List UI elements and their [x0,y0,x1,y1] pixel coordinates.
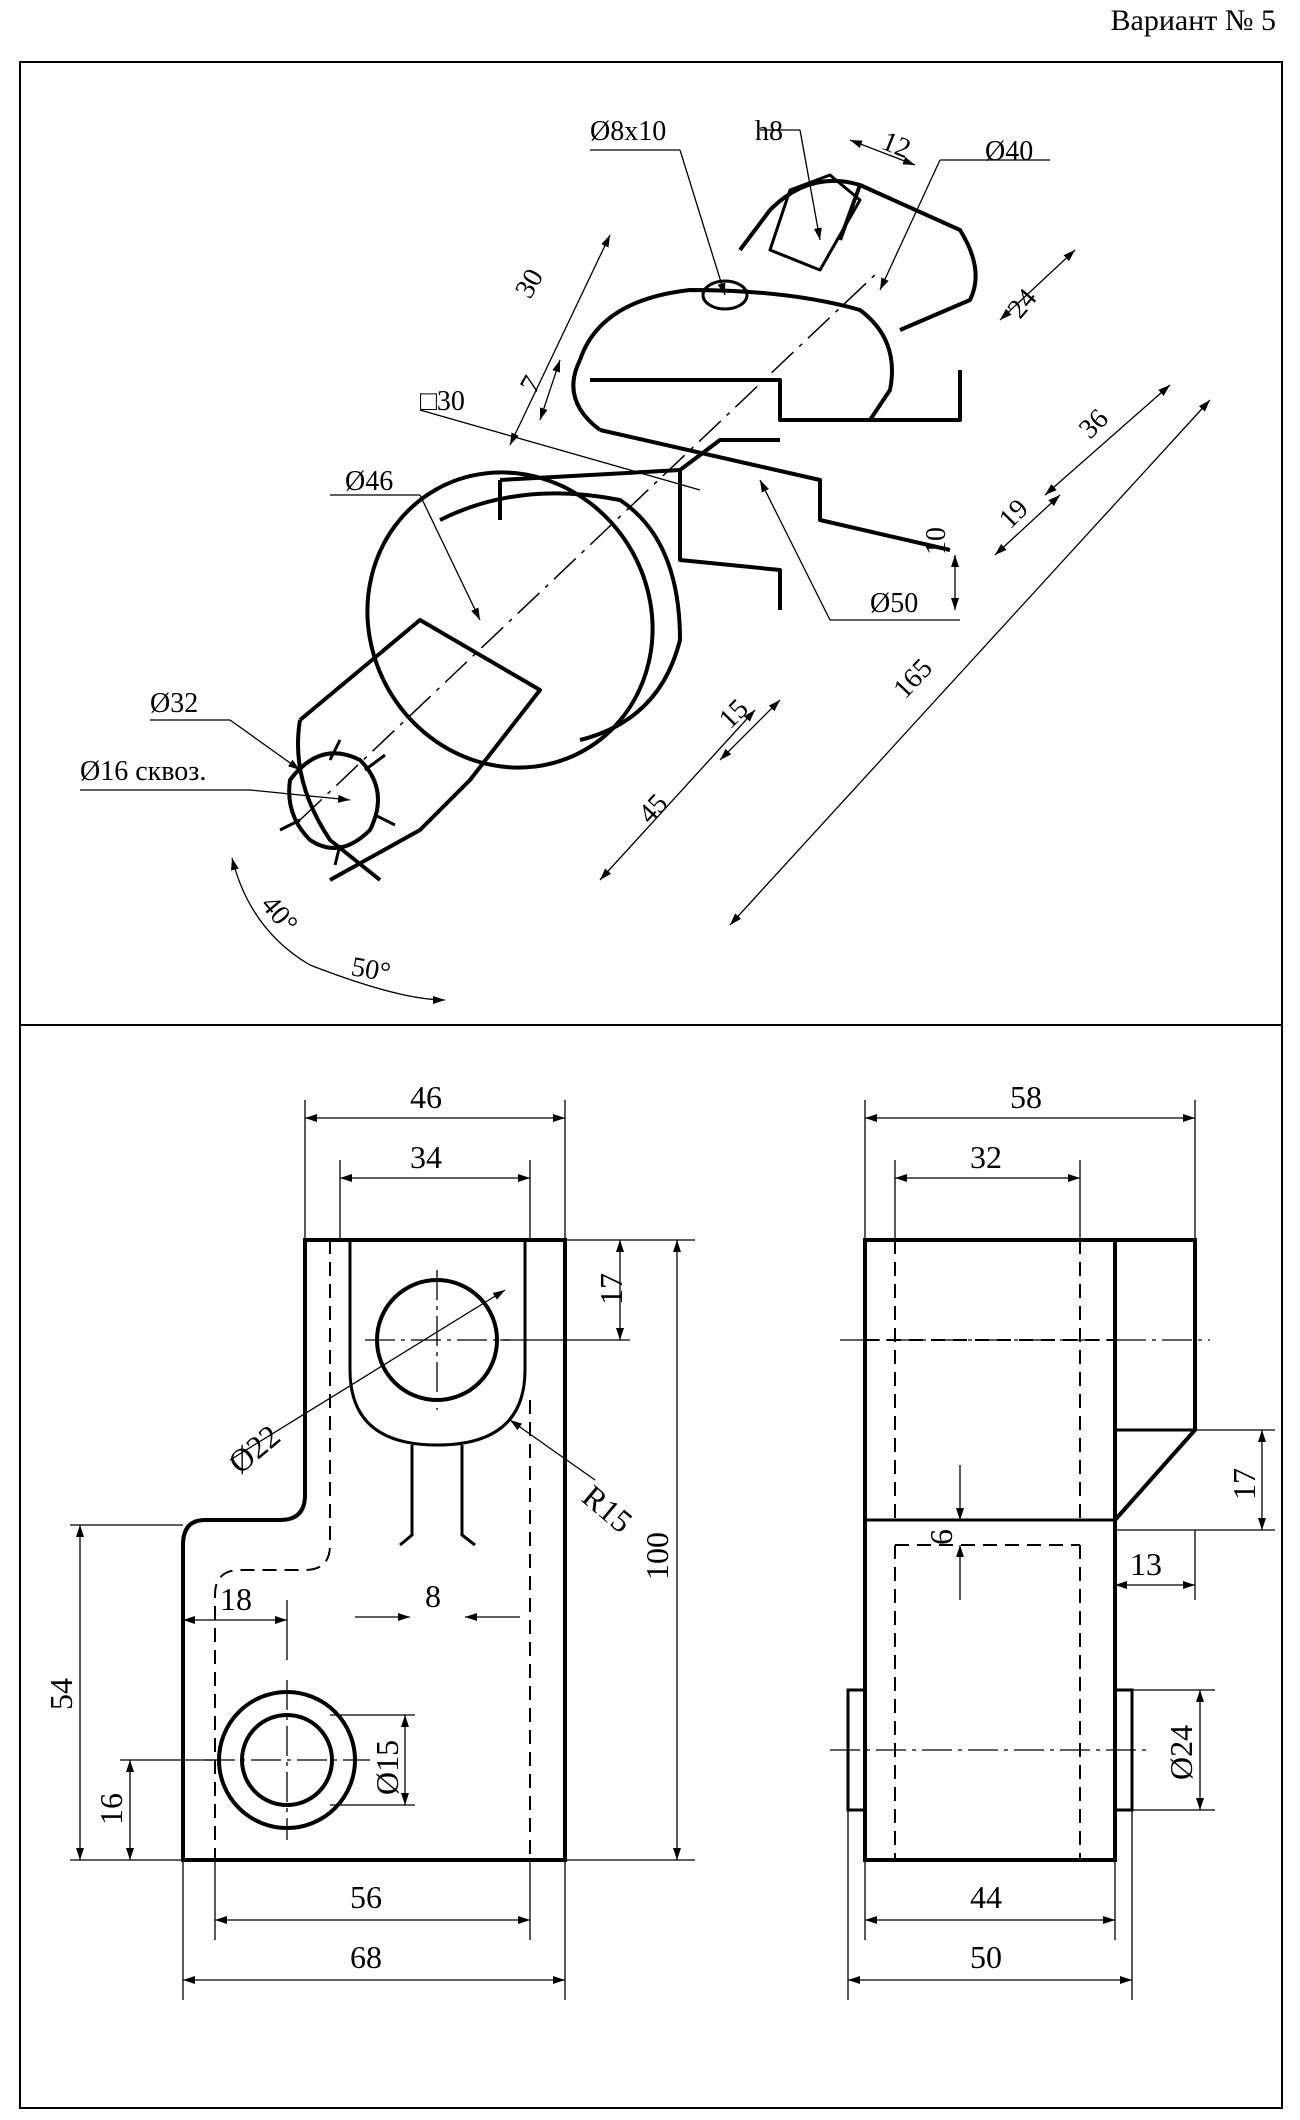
side-dim-13: 13 [1130,1546,1162,1582]
side-boss [1113,1238,1197,1522]
iso-dim-d8x10: Ø8x10 [590,116,666,147]
side-dim-58: 58 [1010,1079,1042,1115]
side-dim-50: 50 [970,1939,1002,1975]
iso-dim-15: 15 [713,693,755,735]
front-dim-34: 34 [410,1139,442,1175]
side-dimension-texts: 58 32 17 6 13 Ø24 44 50 [923,1079,1262,1975]
front-dim-68: 68 [350,1939,382,1975]
iso-dimensions [80,129,1211,1004]
iso-square-faces [498,438,782,610]
front-dim-54: 54 [43,1678,79,1710]
iso-dim-d40: Ø40 [985,136,1033,167]
iso-axis [299,269,881,821]
iso-dim-d46: Ø46 [345,466,393,497]
front-dim-18: 18 [220,1581,252,1617]
front-hidden-lines [214,1240,531,1860]
iso-dim-h8: h8 [755,116,783,147]
iso-dimension-texts: Ø8x10 h8 12 Ø40 30 7 24 □30 Ø46 36 19 10… [80,116,1115,989]
iso-front-disc-rim [439,491,682,742]
frame-outer [19,61,1283,2109]
iso-dim-19: 19 [993,493,1035,535]
front-dim-100: 100 [639,1532,675,1580]
iso-pin-hole [701,279,749,311]
iso-spline-shaft [296,618,542,882]
iso-mid-disc [571,288,894,432]
front-neck [399,1445,476,1547]
side-dim-6: 6 [923,1529,959,1545]
iso-dim-40deg: 40° [255,890,304,940]
iso-dim-24: 24 [1002,283,1044,324]
front-dim-17: 17 [593,1273,629,1305]
iso-dim-50deg: 50° [349,951,393,988]
side-dim-d24: Ø24 [1163,1725,1199,1780]
front-dim-r15: R15 [576,1478,640,1540]
front-dimensions [70,1100,695,2000]
iso-dim-d32: Ø32 [150,688,198,719]
front-dim-d22: Ø22 [221,1417,286,1480]
iso-spline-end [287,751,380,850]
iso-rear-slot [768,173,862,272]
isometric-view [279,173,978,882]
front-dim-8: 8 [425,1578,441,1614]
iso-dim-sq30: □30 [420,386,465,417]
iso-front-disc [365,470,655,770]
iso-dim-30: 30 [509,264,550,304]
front-dim-56: 56 [350,1879,382,1915]
iso-dim-165: 165 [887,653,938,705]
side-dim-32: 32 [970,1139,1002,1175]
side-dim-44: 44 [970,1879,1002,1915]
front-dim-d15: Ø15 [369,1740,405,1795]
front-dim-46: 46 [410,1079,442,1115]
iso-dim-10: 10 [921,527,952,555]
iso-dim-d50: Ø50 [870,588,918,619]
front-view [181,1238,596,1862]
side-dim-17: 17 [1226,1468,1262,1500]
iso-dim-12: 12 [877,126,915,165]
front-u-slot [348,1240,527,1447]
iso-spline-teeth [279,739,396,866]
front-dim-16: 16 [93,1793,129,1825]
iso-dim-d16: Ø16 сквоз. [80,756,206,787]
side-body [863,1238,1117,1862]
front-outline [181,1238,567,1862]
variant-title: Вариант № 5 [1110,4,1276,37]
iso-dim-45: 45 [632,788,674,830]
front-dimension-texts: 46 34 17 Ø22 R15 100 8 18 54 Ø15 16 56 6… [43,1079,675,1975]
side-dimensions [847,1100,1275,2000]
